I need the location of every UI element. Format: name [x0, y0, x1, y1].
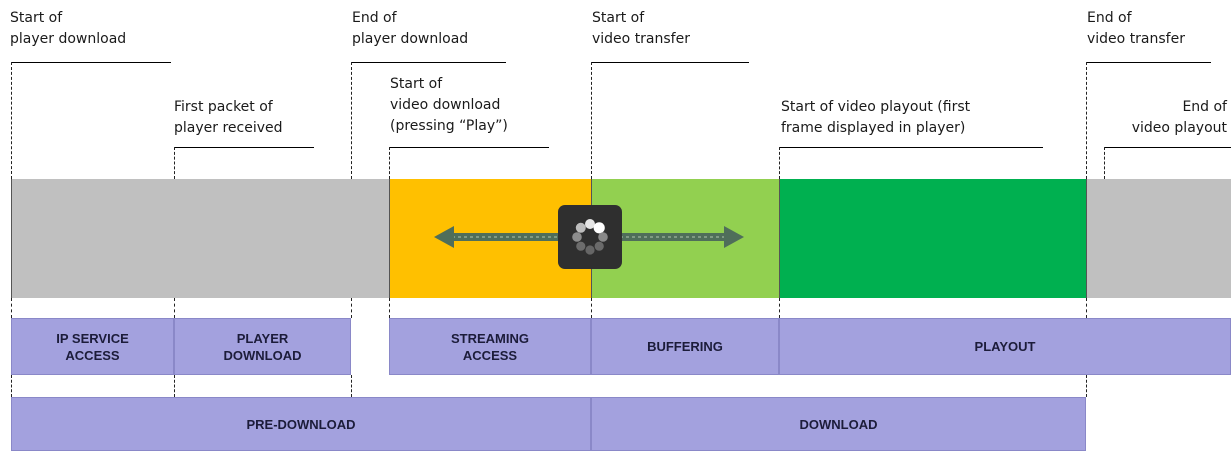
label-line: player received	[174, 120, 283, 136]
phase-label: IP SERVICE	[56, 330, 129, 346]
phase-label: DOWNLOAD	[799, 416, 878, 432]
arrow-head-left	[434, 226, 454, 248]
phase-player-download: PLAYER DOWNLOAD	[174, 318, 351, 375]
marker-lower	[389, 298, 390, 318]
label-start-video-transfer: Start of video transfer	[592, 8, 690, 50]
marker-start-video-transfer	[591, 62, 592, 179]
phase-label: BUFFERING	[647, 339, 723, 354]
label-line: video transfer	[592, 31, 690, 47]
marker-start-video-playout	[779, 147, 780, 179]
spinner-dots	[572, 219, 608, 255]
timeline-segment-playout	[779, 179, 1086, 298]
label-line: (pressing “Play”)	[390, 118, 508, 134]
marker-lower	[591, 298, 592, 318]
marker-lower	[779, 298, 780, 318]
loading-spinner-icon	[558, 205, 622, 269]
label-line: End of	[1087, 10, 1132, 26]
label-start-video-playout: Start of video playout (first frame disp…	[781, 97, 970, 139]
label-first-packet: First packet of player received	[174, 97, 283, 139]
label-line: video playout	[1131, 120, 1227, 136]
label-line: player download	[352, 31, 469, 47]
phase-label: PLAYER	[236, 330, 289, 346]
marker-end-video-playout	[1104, 147, 1105, 179]
label-end-video-playout: End of video playout	[1132, 97, 1227, 139]
phase-ip-service-access: IP SERVICE ACCESS	[11, 318, 174, 375]
marker-lower	[1086, 375, 1087, 397]
underline-start-video-transfer	[591, 62, 749, 63]
marker-lower	[351, 298, 352, 318]
phase-download: DOWNLOAD	[591, 397, 1086, 451]
marker-start-video-download	[389, 147, 390, 179]
marker-lower	[174, 298, 175, 318]
label-line: Start of	[10, 10, 63, 26]
label-line: Start of	[592, 10, 645, 26]
timeline-segment-pre-download	[11, 179, 389, 298]
marker-lower	[11, 375, 12, 397]
marker-lower	[174, 375, 175, 397]
label-start-player-download: Start of player download	[10, 8, 126, 50]
underline-end-player-download	[351, 62, 506, 63]
label-line: video download	[390, 97, 501, 113]
underline-start-video-playout	[779, 147, 1043, 148]
label-line: video transfer	[1087, 31, 1185, 47]
phase-playout: PLAYOUT	[779, 318, 1231, 375]
phase-label: ACCESS	[65, 347, 120, 363]
phase-buffering: BUFFERING	[591, 318, 779, 375]
marker-start-player-download	[11, 62, 12, 179]
timeline-divider	[779, 179, 780, 298]
phase-label: ACCESS	[462, 347, 518, 363]
phase-label: PRE-DOWNLOAD	[246, 416, 356, 432]
underline-start-video-download	[389, 147, 549, 148]
label-line: End of	[1182, 99, 1227, 115]
label-start-video-download: Start of video download (pressing “Play”…	[390, 74, 508, 137]
label-end-video-transfer: End of video transfer	[1087, 8, 1185, 50]
timeline-edge	[11, 179, 12, 298]
phase-label: STREAMING	[451, 330, 529, 346]
arrow-head-right	[724, 226, 744, 248]
phase-label: DOWNLOAD	[223, 347, 302, 363]
timeline-divider	[1086, 179, 1087, 298]
label-line: frame displayed in player)	[781, 120, 966, 136]
label-line: End of	[352, 10, 397, 26]
underline-start-player-download	[11, 62, 171, 63]
timeline-segment-post-transfer	[1086, 179, 1231, 298]
label-end-player-download: End of player download	[352, 8, 468, 50]
label-line: player download	[10, 31, 127, 47]
phase-label: PLAYOUT	[974, 339, 1036, 354]
phase-pre-download: PRE-DOWNLOAD	[11, 397, 591, 451]
label-line: First packet of	[174, 99, 273, 115]
underline-end-video-playout	[1104, 147, 1231, 148]
marker-lower	[11, 298, 12, 318]
marker-end-player-download	[351, 62, 352, 179]
marker-first-packet	[174, 147, 175, 179]
phase-streaming-access: STREAMING ACCESS	[389, 318, 591, 375]
underline-first-packet	[174, 147, 314, 148]
underline-end-video-transfer	[1086, 62, 1211, 63]
timeline-divider	[389, 179, 390, 298]
marker-lower	[351, 375, 352, 397]
label-line: Start of	[390, 76, 443, 92]
label-line: Start of video playout (first	[781, 99, 971, 115]
marker-end-video-transfer	[1086, 62, 1087, 179]
marker-lower	[1086, 298, 1087, 318]
